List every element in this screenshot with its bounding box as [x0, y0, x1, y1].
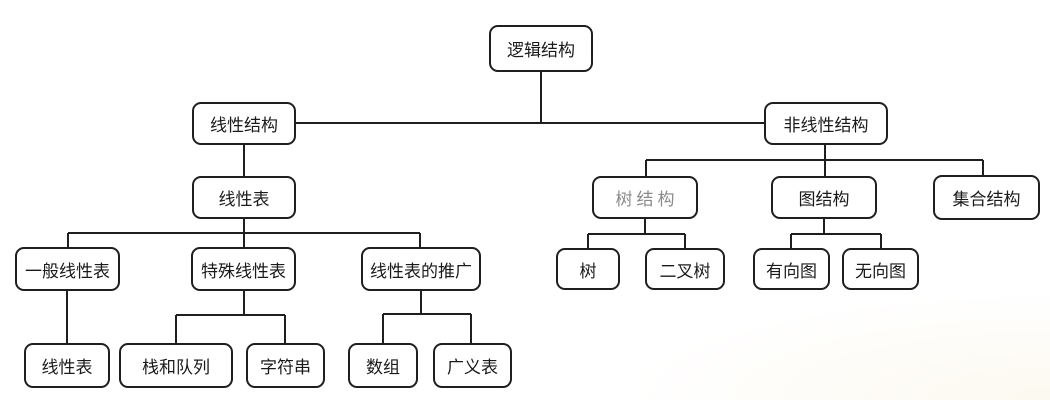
node-undirected-graph: 无向图	[842, 248, 919, 290]
node-string: 字符串	[246, 343, 325, 388]
node-linear-list-leaf: 线性表	[24, 343, 110, 388]
node-array: 数组	[348, 343, 418, 388]
node-tree-structure: 树结构	[592, 176, 698, 219]
node-linear-list: 线性表	[192, 176, 296, 219]
node-binary-tree: 二叉树	[645, 248, 725, 290]
node-set-structure: 集合结构	[933, 175, 1040, 220]
node-tree: 树	[556, 248, 620, 290]
node-nonlinear-structure: 非线性结构	[764, 102, 888, 145]
node-linear-list-extension: 线性表的推广	[361, 247, 481, 291]
node-stack-and-queue: 栈和队列	[119, 343, 233, 388]
node-logical-structure: 逻辑结构	[489, 25, 593, 72]
node-special-linear-list: 特殊线性表	[191, 247, 296, 291]
node-linear-structure: 线性结构	[192, 102, 296, 145]
node-general-linear-list: 一般线性表	[15, 247, 120, 291]
node-generalized-list: 广义表	[433, 343, 512, 388]
node-directed-graph: 有向图	[753, 248, 830, 290]
node-graph-structure: 图结构	[771, 176, 877, 219]
